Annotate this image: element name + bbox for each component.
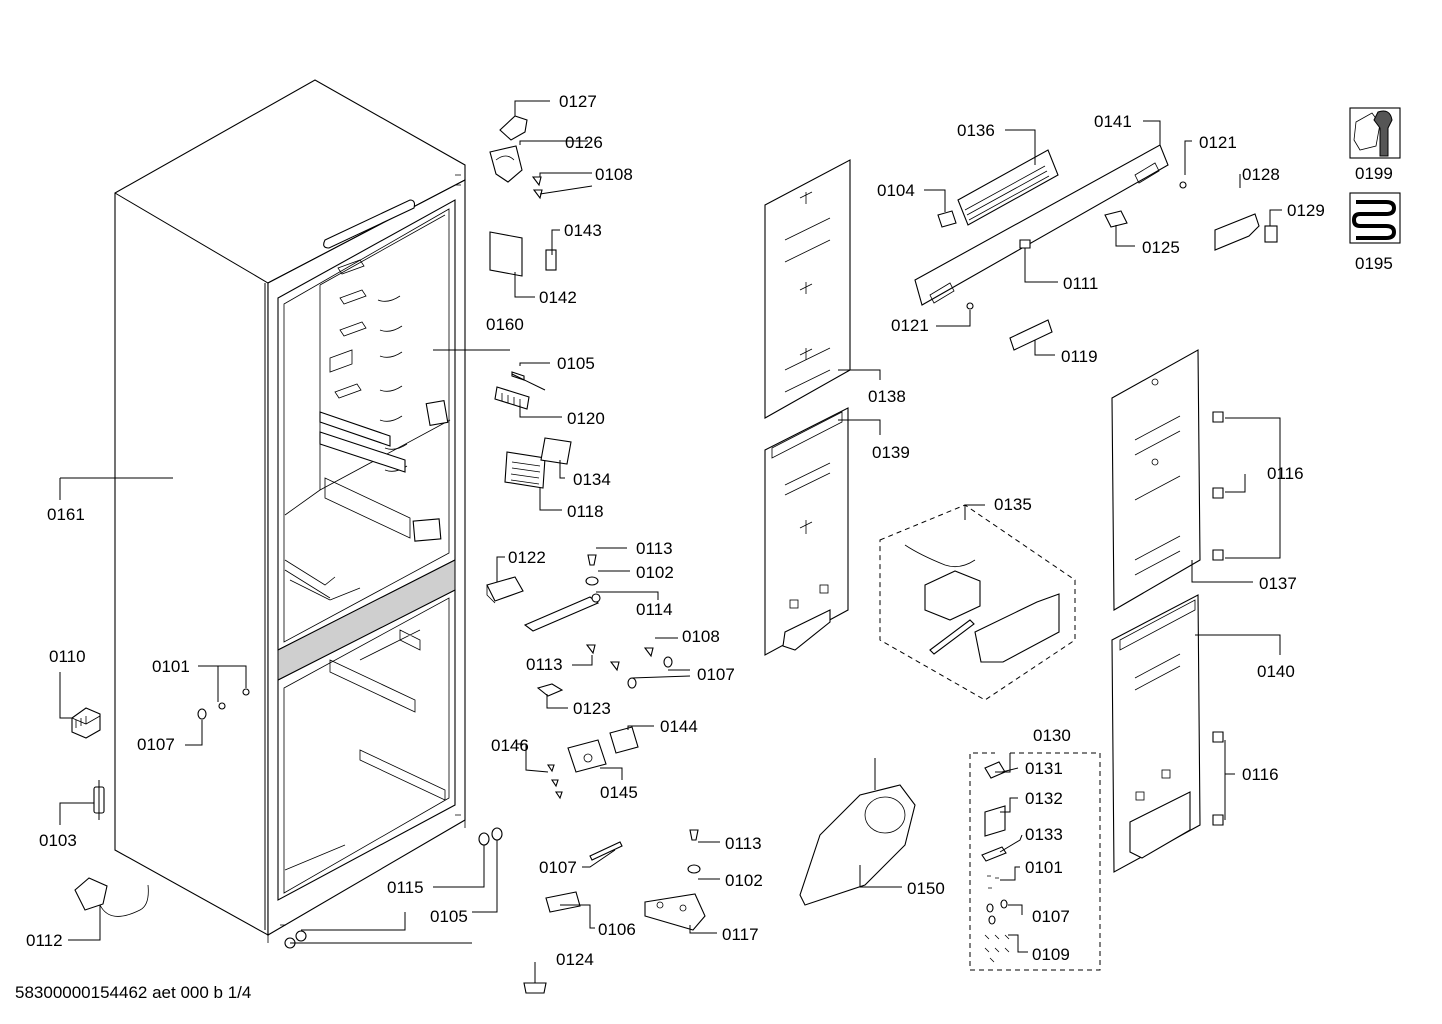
callout-0110: 0110: [49, 647, 86, 666]
callout-0114: 0114: [636, 600, 673, 619]
fridge-door-panels: [1111, 349, 1224, 873]
callout-0113-b: 0113: [526, 655, 563, 674]
callout-0107: 0107: [137, 735, 175, 754]
callout-0123: 0123: [573, 699, 611, 718]
callout-0130: 0130: [1033, 726, 1071, 745]
callout-0160: 0160: [486, 315, 524, 334]
callout-0104: 0104: [877, 181, 915, 200]
callout-0101-b: 0101: [1025, 858, 1063, 877]
cabinet-small-parts: [71, 688, 503, 949]
callout-0161: 0161: [47, 505, 85, 524]
callout-0107-d: 0107: [1032, 907, 1070, 926]
callout-0105-b: 0105: [557, 354, 595, 373]
callout-0136: 0136: [957, 121, 995, 140]
callout-0132: 0132: [1025, 789, 1063, 808]
control-panel-assembly: [914, 144, 1278, 351]
callout-labels: 0161 0110 0101 0107 0103 0112 0115 0105 …: [15, 92, 1393, 1002]
callout-0124: 0124: [556, 950, 594, 969]
callout-0134: 0134: [573, 470, 611, 489]
callout-0108-b: 0108: [682, 627, 720, 646]
callout-0142: 0142: [539, 288, 577, 307]
callout-0140: 0140: [1257, 662, 1295, 681]
callout-0112: 0112: [26, 931, 63, 950]
callout-0117: 0117: [722, 925, 759, 944]
callout-0146: 0146: [491, 736, 529, 755]
callout-0150: 0150: [907, 879, 945, 898]
callout-0102-b: 0102: [725, 871, 763, 890]
callout-0116: 0116: [1267, 464, 1304, 483]
heating-element-icon: [1349, 192, 1401, 244]
callout-0107-b: 0107: [697, 665, 735, 684]
callout-0125: 0125: [1142, 238, 1180, 257]
document-id: 58300000154462 aet 000 b 1/4: [15, 983, 251, 1002]
callout-0144: 0144: [660, 717, 698, 736]
callout-0137: 0137: [1259, 574, 1297, 593]
callout-0121: 0121: [1199, 133, 1237, 152]
callout-0106: 0106: [598, 920, 636, 939]
callout-0120: 0120: [567, 409, 605, 428]
callout-0118: 0118: [567, 502, 604, 521]
fan-shroud: [799, 758, 916, 906]
callout-0127: 0127: [559, 92, 597, 111]
callout-0141: 0141: [1094, 112, 1132, 131]
callout-0103: 0103: [39, 831, 77, 850]
callout-0116-b: 0116: [1242, 765, 1279, 784]
callout-0139: 0139: [872, 443, 910, 462]
callout-0143: 0143: [564, 221, 602, 240]
callout-0115: 0115: [387, 878, 424, 897]
callout-0122: 0122: [508, 548, 546, 567]
callout-0126: 0126: [565, 133, 603, 152]
callout-0113-c: 0113: [725, 834, 762, 853]
callout-0113: 0113: [636, 539, 673, 558]
callout-0119: 0119: [1061, 347, 1098, 366]
callout-0135: 0135: [994, 495, 1032, 514]
callout-0121-b: 0121: [891, 316, 929, 335]
shelf-supports: [319, 259, 449, 542]
refrigerator-cabinet: [114, 79, 466, 943]
callout-0105: 0105: [430, 907, 468, 926]
leader-lines: [59, 100, 1282, 973]
callout-0111: 0111: [1063, 274, 1098, 293]
tools-icon-label: 0199: [1355, 164, 1393, 183]
callout-0145: 0145: [600, 783, 638, 802]
callout-0109: 0109: [1032, 945, 1070, 964]
callout-0108: 0108: [595, 165, 633, 184]
tools-icon: [1349, 107, 1401, 159]
callout-0133: 0133: [1025, 825, 1063, 844]
middle-column-parts: [486, 115, 706, 994]
callout-0128: 0128: [1242, 165, 1280, 184]
hardware-kit: [969, 752, 1101, 971]
heating-element-icon-label: 0195: [1355, 254, 1393, 273]
callout-0138: 0138: [868, 387, 906, 406]
evaporator-fan-assembly: [879, 504, 1076, 701]
freezer-door-panels: [764, 159, 851, 656]
callout-0102: 0102: [636, 563, 674, 582]
callout-0107-c: 0107: [539, 858, 577, 877]
callout-0131: 0131: [1025, 759, 1063, 778]
callout-0129: 0129: [1287, 201, 1325, 220]
callout-0101: 0101: [152, 657, 190, 676]
